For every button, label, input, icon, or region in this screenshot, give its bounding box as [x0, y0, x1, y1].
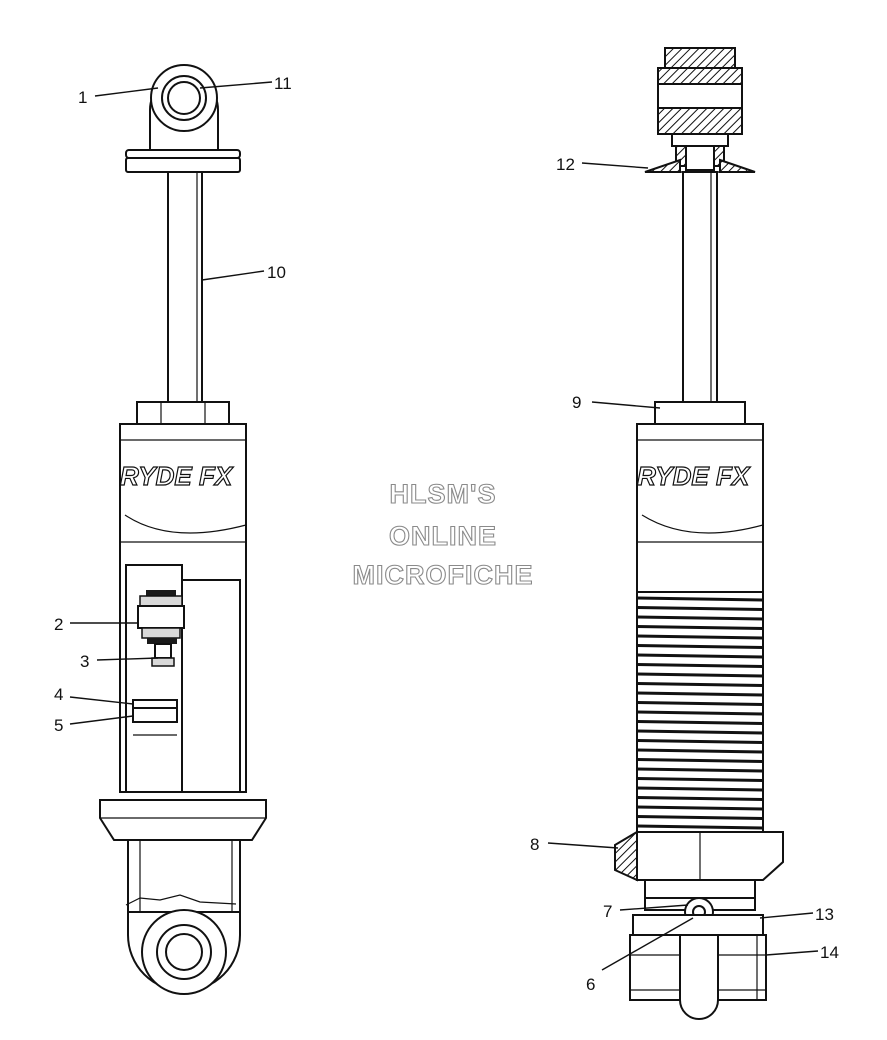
callout-7: 7	[603, 902, 612, 921]
thread-groove	[636, 824, 764, 830]
callout-5: 5	[54, 716, 63, 735]
thread-groove	[636, 739, 764, 744]
thread-groove	[636, 815, 764, 820]
right-shock-assembly: RYDE FX	[614, 47, 784, 1020]
thread-groove	[636, 691, 764, 697]
left-lower-collar	[99, 799, 267, 841]
leader-lines	[69, 81, 819, 971]
right-adjuster-collar	[614, 830, 784, 882]
callout-4: 4	[54, 685, 63, 704]
callout-1: 1	[78, 88, 87, 107]
callout-9: 9	[572, 393, 581, 412]
thread-groove	[636, 777, 764, 782]
thread-groove	[636, 682, 764, 687]
thread-groove	[636, 615, 764, 621]
callout-6: 6	[586, 975, 595, 994]
left-shaft	[167, 171, 203, 403]
thread-groove	[636, 767, 764, 773]
thread-groove	[636, 720, 764, 725]
thread-groove	[636, 710, 764, 716]
thread-groove	[636, 672, 764, 678]
callout-labels: 1 11 10 2 3 4 5 12 9 8 7 13 14 6	[54, 74, 839, 994]
thread-groove	[636, 796, 764, 801]
callout-13: 13	[815, 905, 834, 924]
callout-14: 14	[820, 943, 839, 962]
left-piston-stack	[137, 590, 185, 667]
thread-groove	[636, 644, 764, 649]
right-shock-body: RYDE FX	[636, 423, 764, 593]
watermark-line-1: HLSM'S	[390, 479, 497, 509]
callout-12: 12	[556, 155, 575, 174]
thread-groove	[636, 729, 764, 735]
left-body-logo: RYDE FX	[120, 461, 234, 491]
left-shaft-nut	[136, 401, 230, 425]
thread-groove	[636, 786, 764, 792]
callout-3: 3	[80, 652, 89, 671]
right-bottom-mount	[629, 914, 767, 1020]
watermark: HLSM'S ONLINE MICROFICHE	[352, 478, 534, 590]
thread-groove	[636, 653, 764, 659]
callout-2: 2	[54, 615, 63, 634]
left-shock-assembly: RYDE FX	[99, 64, 267, 995]
callout-8: 8	[530, 835, 539, 854]
right-body-logo: RYDE FX	[637, 461, 751, 491]
watermark-line-3: MICROFICHE	[353, 560, 534, 590]
watermark-line-2: ONLINE	[389, 521, 497, 551]
right-shaft-nut	[654, 401, 746, 425]
left-top-eyelet	[125, 64, 241, 173]
thread-groove	[636, 805, 764, 811]
left-bottom-eyelet	[125, 894, 241, 995]
thread-groove	[636, 701, 764, 706]
callout-10: 10	[267, 263, 286, 282]
right-shaft	[682, 171, 718, 403]
callout-11: 11	[274, 74, 292, 93]
thread-groove	[636, 596, 764, 602]
thread-groove	[636, 634, 764, 640]
thread-groove	[636, 758, 764, 763]
thread-groove	[636, 625, 764, 630]
thread-groove	[636, 748, 764, 754]
thread-groove	[636, 663, 764, 668]
right-top-bushing	[657, 47, 743, 171]
thread-groove	[636, 606, 764, 611]
right-threaded-body	[636, 591, 764, 877]
